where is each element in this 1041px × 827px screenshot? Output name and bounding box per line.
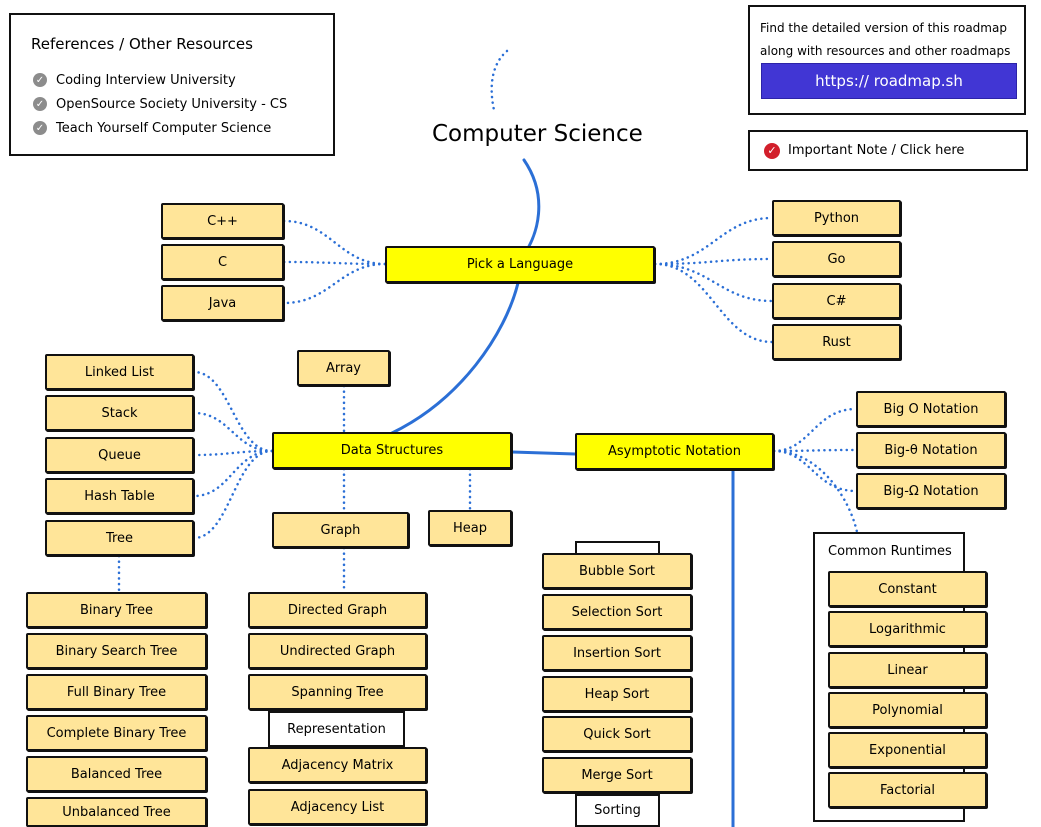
- notation-big-o[interactable]: Big O Notation: [856, 391, 1006, 427]
- graph-spanning-tree[interactable]: Spanning Tree: [248, 674, 427, 710]
- common-runtimes-label: Common Runtimes: [828, 544, 952, 559]
- reference-item[interactable]: ✓ OpenSource Society University - CS: [33, 92, 287, 116]
- runtime-linear[interactable]: Linear: [828, 652, 987, 688]
- info-text-line1: Find the detailed version of this roadma…: [760, 21, 1007, 35]
- sort-insertion[interactable]: Insertion Sort: [542, 635, 692, 671]
- ds-left-connector: [192, 449, 274, 540]
- language-left-connector: [282, 260, 387, 266]
- sort-heap[interactable]: Heap Sort: [542, 676, 692, 712]
- runtime-logarithmic[interactable]: Logarithmic: [828, 611, 987, 647]
- runtime-factorial[interactable]: Factorial: [828, 772, 987, 808]
- ds-array[interactable]: Array: [297, 350, 390, 386]
- graph-adjacency-list[interactable]: Adjacency List: [248, 789, 427, 825]
- reference-label: Teach Yourself Computer Science: [56, 120, 272, 136]
- lang-cpp[interactable]: C++: [161, 203, 284, 239]
- language-right-connector: [653, 257, 774, 266]
- notation-connector: [772, 448, 858, 453]
- asymptotic-notation-hub[interactable]: Asymptotic Notation: [575, 433, 774, 470]
- representation-label: Representation: [268, 711, 405, 747]
- reference-label: Coding Interview University: [56, 72, 236, 88]
- spine-language-to-ds: [390, 281, 520, 435]
- language-right-connector: [653, 216, 774, 266]
- lang-csharp[interactable]: C#: [772, 283, 901, 319]
- tree-unbalanced[interactable]: Unbalanced Tree: [26, 797, 207, 827]
- ds-left-connector: [192, 449, 274, 498]
- language-left-connector: [282, 219, 387, 266]
- sort-selection[interactable]: Selection Sort: [542, 594, 692, 630]
- lang-java[interactable]: Java: [161, 285, 284, 321]
- lang-rust[interactable]: Rust: [772, 324, 901, 360]
- graph-adjacency-matrix[interactable]: Adjacency Matrix: [248, 747, 427, 783]
- references-heading: References / Other Resources: [31, 35, 253, 53]
- link-ds-asymptotic: [510, 450, 577, 456]
- graph-directed[interactable]: Directed Graph: [248, 592, 427, 628]
- important-note-row: ✓ Important Note / Click here: [764, 132, 964, 169]
- pick-language-hub[interactable]: Pick a Language: [385, 246, 655, 283]
- ds-left-connector: [192, 370, 274, 453]
- ds-queue[interactable]: Queue: [45, 437, 194, 473]
- important-note-label: Important Note / Click here: [788, 143, 965, 158]
- info-panel: Find the detailed version of this roadma…: [748, 5, 1026, 115]
- ds-tree[interactable]: Tree: [45, 520, 194, 556]
- notation-big-theta[interactable]: Big-θ Notation: [856, 432, 1006, 468]
- runtime-exponential[interactable]: Exponential: [828, 732, 987, 768]
- ds-linked-list[interactable]: Linked List: [45, 354, 194, 390]
- tree-binary[interactable]: Binary Tree: [26, 592, 207, 628]
- language-right-connector: [653, 262, 774, 303]
- spine-title-to-language: [518, 158, 541, 262]
- notation-connector: [772, 449, 858, 493]
- references-list: ✓ Coding Interview University ✓ OpenSour…: [33, 68, 287, 140]
- sorting-label: Sorting: [575, 794, 660, 827]
- check-circle-icon: ✓: [33, 121, 47, 135]
- sort-quick[interactable]: Quick Sort: [542, 716, 692, 752]
- reference-label: OpenSource Society University - CS: [56, 96, 288, 112]
- roadmap-link-button[interactable]: https:// roadmap.sh: [761, 63, 1017, 99]
- lang-c[interactable]: C: [161, 244, 284, 280]
- ds-left-connector: [192, 449, 274, 457]
- data-structures-hub[interactable]: Data Structures: [272, 432, 512, 469]
- tree-binary-search[interactable]: Binary Search Tree: [26, 633, 207, 669]
- reference-item[interactable]: ✓ Coding Interview University: [33, 68, 287, 92]
- runtimes-connector: [772, 449, 859, 534]
- check-circle-icon: ✓: [33, 73, 47, 87]
- page-title: Computer Science: [432, 121, 643, 147]
- check-circle-icon: ✓: [764, 142, 780, 159]
- info-text-line2: along with resources and other roadmaps: [760, 44, 1011, 58]
- graph-undirected[interactable]: Undirected Graph: [248, 633, 427, 669]
- ds-graph[interactable]: Graph: [272, 512, 409, 548]
- important-note-button[interactable]: ✓ Important Note / Click here: [748, 130, 1028, 171]
- ds-stack[interactable]: Stack: [45, 395, 194, 431]
- runtime-polynomial[interactable]: Polynomial: [828, 692, 987, 728]
- sort-merge[interactable]: Merge Sort: [542, 757, 692, 793]
- lang-go[interactable]: Go: [772, 241, 901, 277]
- language-left-connector: [282, 262, 387, 305]
- ds-heap[interactable]: Heap: [428, 510, 512, 546]
- tree-balanced[interactable]: Balanced Tree: [26, 756, 207, 792]
- sort-bubble[interactable]: Bubble Sort: [542, 553, 692, 589]
- references-panel: References / Other Resources ✓ Coding In…: [9, 13, 335, 156]
- reference-item[interactable]: ✓ Teach Yourself Computer Science: [33, 116, 287, 140]
- notation-big-omega[interactable]: Big-Ω Notation: [856, 473, 1006, 509]
- runtime-constant[interactable]: Constant: [828, 571, 987, 607]
- lang-python[interactable]: Python: [772, 200, 901, 236]
- notation-connector: [772, 407, 858, 453]
- ds-hash-table[interactable]: Hash Table: [45, 478, 194, 514]
- ds-left-connector: [192, 411, 274, 453]
- title-dotted-connector: [490, 49, 509, 112]
- check-circle-icon: ✓: [33, 97, 47, 111]
- language-right-connector: [653, 262, 774, 344]
- tree-complete-binary[interactable]: Complete Binary Tree: [26, 715, 207, 751]
- tree-full-binary[interactable]: Full Binary Tree: [26, 674, 207, 710]
